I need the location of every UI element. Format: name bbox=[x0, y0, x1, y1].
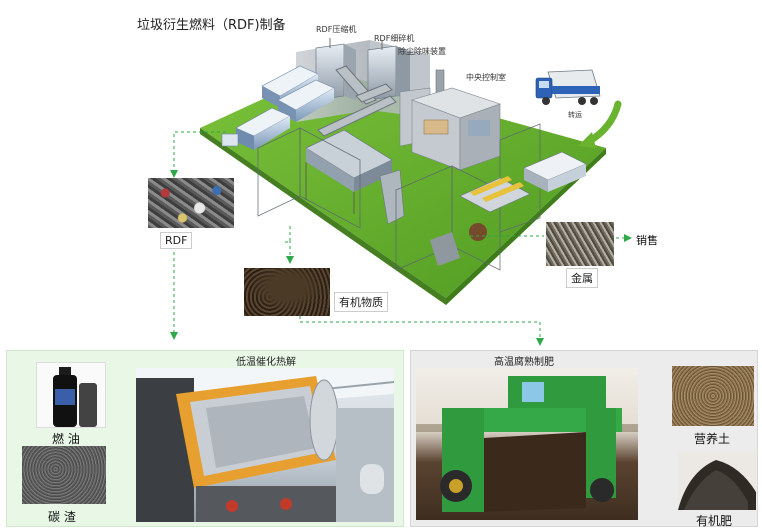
oil-bottle-icon bbox=[53, 367, 97, 427]
receiving-hopper bbox=[523, 151, 587, 192]
fuel-oil-photo bbox=[36, 362, 106, 428]
compost-turner-photo bbox=[416, 368, 638, 520]
label-central-control: 中央控制室 bbox=[466, 73, 506, 82]
garbage-truck bbox=[535, 69, 601, 105]
metal-caption: 金属 bbox=[566, 268, 598, 288]
nutrient-soil-caption: 营养土 bbox=[694, 432, 731, 446]
fertilizer-pile bbox=[678, 460, 756, 510]
nutrient-soil-photo bbox=[672, 366, 754, 426]
plant-floor bbox=[200, 70, 606, 298]
metal-photo bbox=[546, 222, 614, 266]
label-rdf-shredder: RDF细碎机 bbox=[374, 34, 415, 43]
turner-drawing bbox=[416, 376, 638, 512]
duct-hopper bbox=[379, 169, 405, 225]
label-transport: 转运 bbox=[568, 111, 582, 119]
sales-label: 销售 bbox=[636, 234, 658, 247]
page-title: 垃圾衍生燃料（RDF)制备 bbox=[137, 18, 286, 33]
storage-containers bbox=[221, 65, 335, 150]
pyrolysis-reactor-photo bbox=[136, 368, 394, 522]
label-rdf-compressor: RDF压缩机 bbox=[316, 25, 357, 34]
organic-fertilizer-caption: 有机肥 bbox=[696, 514, 733, 528]
organic-photo bbox=[244, 268, 330, 316]
carbon-residue-caption: 碳 渣 bbox=[48, 510, 76, 524]
carbon-residue-photo bbox=[22, 446, 106, 504]
reactor-drawing bbox=[136, 368, 394, 522]
fuel-oil-caption: 燃 油 bbox=[52, 432, 80, 446]
organic-caption: 有机物质 bbox=[334, 292, 388, 312]
conveyor-belts bbox=[317, 65, 397, 137]
composting-title: 高温腐熟制肥 bbox=[494, 357, 554, 368]
rdf-caption: RDF bbox=[160, 232, 193, 249]
label-dust-odor-removal: 除尘除味装置 bbox=[398, 47, 446, 56]
pyrolysis-title: 低温催化热解 bbox=[236, 357, 296, 368]
rdf-photo bbox=[148, 178, 234, 228]
organic-fertilizer-photo bbox=[678, 452, 756, 510]
central-control-room bbox=[411, 87, 501, 171]
